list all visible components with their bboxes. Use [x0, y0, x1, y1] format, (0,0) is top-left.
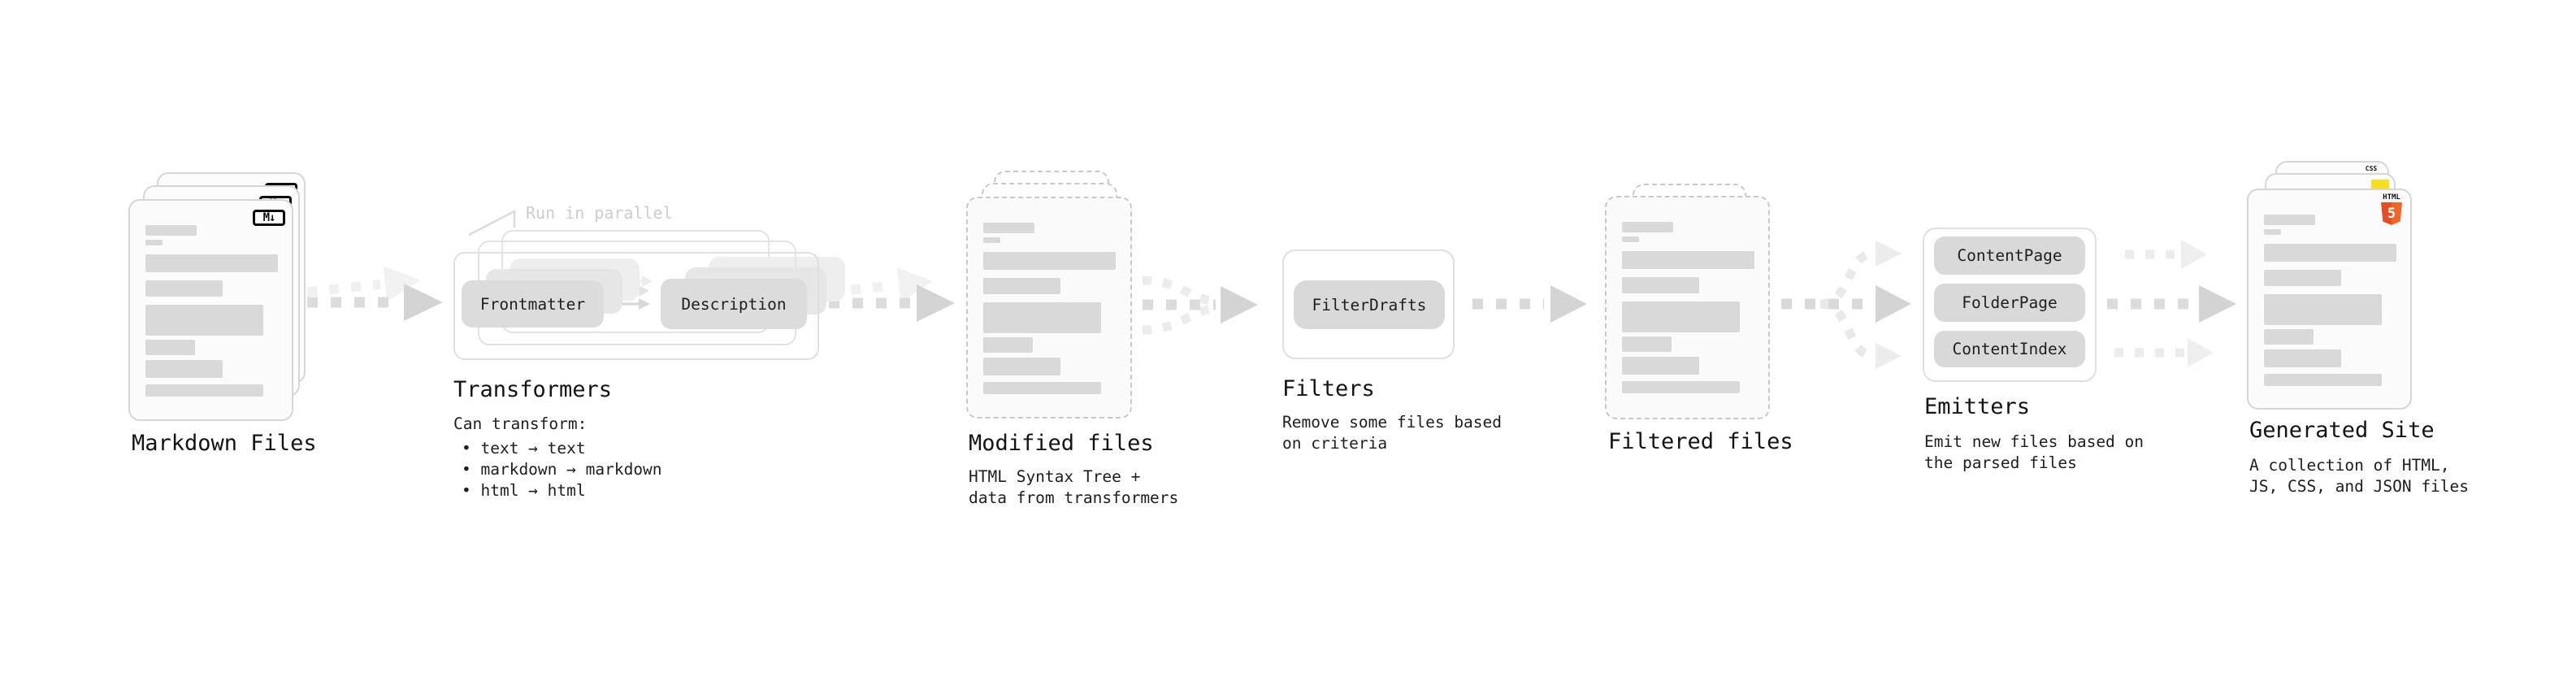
markdown-icon: M↓: [253, 210, 285, 226]
emitter-chip-contentindex: ContentIndex: [1934, 331, 2085, 367]
js-icon: [2371, 180, 2389, 190]
stage-label-transformers: Transformers: [453, 377, 613, 402]
filters-description: Remove some files based on criteria: [1282, 413, 1503, 453]
arrow-emitters-to-site: [2107, 240, 2236, 367]
emitter-chip-folderpage: FolderPage: [1934, 284, 2085, 322]
filtered-file-card: [1605, 196, 1770, 419]
modified-file-card: [966, 197, 1132, 419]
emitter-chip-contentpage: ContentPage: [1934, 236, 2085, 275]
stage-label-filters: Filters: [1282, 376, 1375, 401]
transformers-description-heading: Can transform:: [453, 414, 588, 433]
transformers-bullet: • markdown → markdown: [462, 460, 662, 479]
doc-content-placeholder: [1622, 222, 1754, 393]
arrow-filters-to-filtered: [1472, 285, 1587, 323]
transformer-frame-front: [453, 252, 819, 360]
html5-icon: HTML 5: [2381, 193, 2402, 225]
modified-files-description: HTML Syntax Tree + data from transformer…: [969, 467, 1179, 507]
stage-label-generated-site: Generated Site: [2249, 418, 2435, 443]
arrow-filtered-to-emitters: [1781, 241, 1911, 369]
stage-label-emitters: Emitters: [1924, 394, 2031, 419]
transformers-bullet: • html → html: [462, 481, 586, 500]
arrow-markdown-to-transformers: [306, 266, 443, 321]
transformer-chip-frontmatter: Frontmatter: [462, 280, 604, 327]
emitters-description: Emit new files based on the parsed files: [1924, 432, 2144, 472]
doc-content-placeholder: [983, 223, 1116, 394]
site-file-card-html: HTML 5: [2247, 189, 2412, 410]
markdown-file-card: M↓: [128, 199, 293, 421]
stage-label-markdown-files: Markdown Files: [132, 431, 317, 456]
run-in-parallel-annotation: Run in parallel: [526, 203, 673, 223]
doc-content-placeholder: [2264, 215, 2396, 386]
stage-label-filtered-files: Filtered files: [1608, 429, 1793, 454]
transformer-chip-description: Description: [661, 279, 807, 329]
transformers-bullet: • text → text: [462, 439, 586, 458]
stage-label-modified-files: Modified files: [969, 431, 1154, 456]
generated-site-description: A collection of HTML, JS, CSS, and JSON …: [2249, 456, 2470, 496]
doc-content-placeholder: [145, 225, 278, 397]
arrow-transformers-to-modified: [828, 267, 955, 322]
arrow-modified-to-filters: [1142, 275, 1258, 335]
filter-chip-filterdrafts: FilterDrafts: [1294, 280, 1445, 329]
